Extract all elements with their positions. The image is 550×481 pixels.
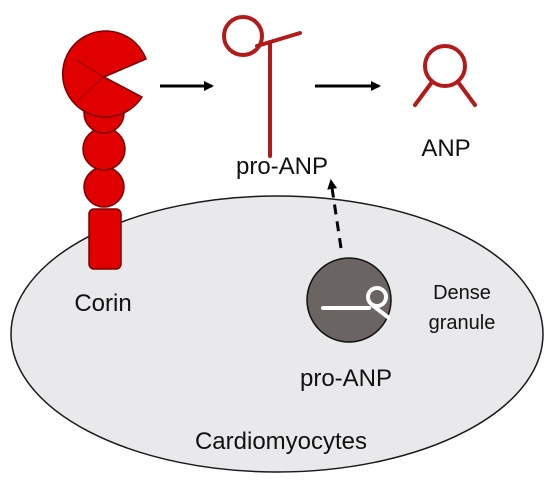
corin-label: Corin	[74, 290, 131, 317]
granule-label: granule	[429, 312, 496, 334]
secretion-arrow	[327, 179, 343, 249]
anp-peptide-icon	[413, 44, 477, 107]
pro-anp-top-label: pro-ANP	[236, 153, 328, 180]
dense-granule-icon	[306, 257, 392, 343]
anp-label: ANP	[421, 135, 470, 162]
corin-protease-icon	[61, 30, 147, 270]
pro-anp-granule-label: pro-ANP	[300, 365, 392, 392]
pro-anp-peptide-icon	[222, 15, 302, 158]
cardiomyocytes-label: Cardiomyocytes	[195, 428, 367, 455]
dense-label: Dense	[433, 282, 491, 304]
cardiomyocyte-cell	[10, 195, 544, 473]
